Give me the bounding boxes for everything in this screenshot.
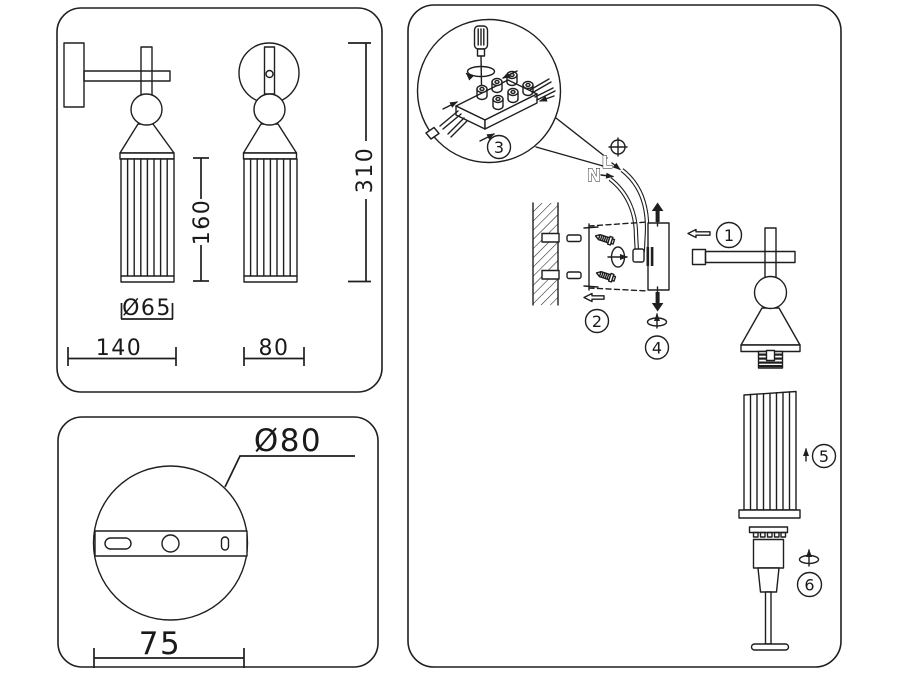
step-4-badge: 4 [644, 313, 670, 360]
dim-shade-diameter-label: Ø65 [122, 296, 172, 321]
dim-fixture-depth-label: 140 [96, 336, 143, 361]
terminal-posts [476, 70, 534, 111]
step-5-badge: 5 [803, 443, 837, 469]
mounting-slot [104, 537, 132, 550]
mains-wiring: L N [586, 137, 650, 255]
wire-ferrule [425, 126, 440, 140]
step-3-number: 3 [494, 138, 504, 157]
mounting-plate-drawing [583, 202, 670, 312]
lamp-arm-side [83, 70, 171, 82]
step-6-badge: 6 [796, 549, 823, 598]
lamp-arm [704, 250, 796, 264]
wall-plate-side [63, 42, 85, 108]
wall-plug-bottom [566, 271, 582, 280]
drill-hole-top [541, 232, 560, 243]
panel-dimensions-border [56, 7, 383, 393]
step-3-badge: 3 [486, 134, 512, 160]
lamp-shade-side [120, 158, 175, 283]
shade-rim [738, 509, 801, 519]
cable-hole [161, 534, 180, 553]
step-1-badge: 1 [687, 221, 743, 249]
drill-hole-bottom [541, 269, 560, 280]
dim-fixture-width-label: 80 [259, 336, 290, 361]
panel-installation-border [407, 4, 842, 668]
lamp-socket [757, 349, 784, 369]
lamp-front-view-drawing [238, 42, 300, 283]
cable-grommet [632, 248, 645, 263]
step-6-number: 6 [804, 576, 814, 595]
wire-direction-arrows [442, 70, 555, 142]
dimension-mount-spacing: 75 [93, 626, 245, 668]
terminal-block-detail: 3 [416, 18, 608, 167]
lamp-ball-joint-front [253, 93, 286, 126]
terminal-block-drawing [425, 70, 556, 142]
step-1-number: 1 [724, 226, 734, 245]
live-wire-label: L [602, 153, 613, 173]
mounting-bar [94, 530, 248, 557]
lamp-side-view-drawing [63, 42, 175, 283]
cover-slide-arrows [651, 202, 664, 312]
dimension-shade-height: 160 [190, 157, 215, 282]
rotate-adjust-icon [607, 246, 628, 268]
neutral-wire-arrow [600, 172, 614, 179]
dim-mount-spacing-label: 75 [139, 626, 181, 662]
dim-overall-height-label: 310 [353, 147, 378, 194]
bulb-drawing: 6 [748, 526, 823, 651]
panel-dimensions: 160 310 Ø65 140 80 [56, 7, 383, 393]
dim-shade-height-label: 160 [190, 199, 215, 246]
panel-installation: 3 L N [407, 4, 842, 668]
step-5-number: 5 [819, 447, 829, 466]
live-wire-arrow [611, 162, 621, 171]
insert-left-arrow-icon [687, 228, 711, 239]
keyhole-slot [220, 536, 230, 551]
rod-hole [265, 69, 274, 79]
slide-left-arrow-icon [583, 292, 605, 303]
block-wires [425, 78, 556, 140]
lamp-ball-joint [753, 275, 788, 310]
dimension-fixture-width: 80 [243, 336, 305, 366]
panel-backplate: Ø80 75 [57, 416, 379, 668]
step-4-number: 4 [652, 339, 662, 358]
lamp-assembly-drawing: 1 [687, 221, 801, 369]
dimension-plate-diameter: Ø80 [224, 423, 355, 488]
dimension-overall-height: 310 [348, 42, 378, 283]
wall-plug-top [566, 234, 582, 243]
dimension-fixture-depth: 140 [67, 336, 177, 366]
screw-rotate-icon [646, 313, 668, 329]
step-2-badge: 2 [583, 292, 610, 334]
rotate-arrow-icon [466, 65, 496, 78]
neutral-wire-label: N [587, 166, 601, 186]
ground-screw-icon [608, 137, 628, 157]
wall-hatching [532, 202, 582, 306]
screwdriver-icon [465, 25, 496, 93]
bulb-rotate-icon [798, 549, 820, 567]
lamp-shade-front [243, 158, 298, 283]
shade-drawing: 5 [738, 390, 837, 519]
step-2-number: 2 [592, 312, 602, 331]
dimension-shade-diameter: Ø65 [120, 296, 174, 321]
arm-end-cap [691, 248, 707, 266]
lamp-ball-joint-side [130, 93, 163, 126]
dim-plate-diameter-label: Ø80 [254, 423, 322, 459]
